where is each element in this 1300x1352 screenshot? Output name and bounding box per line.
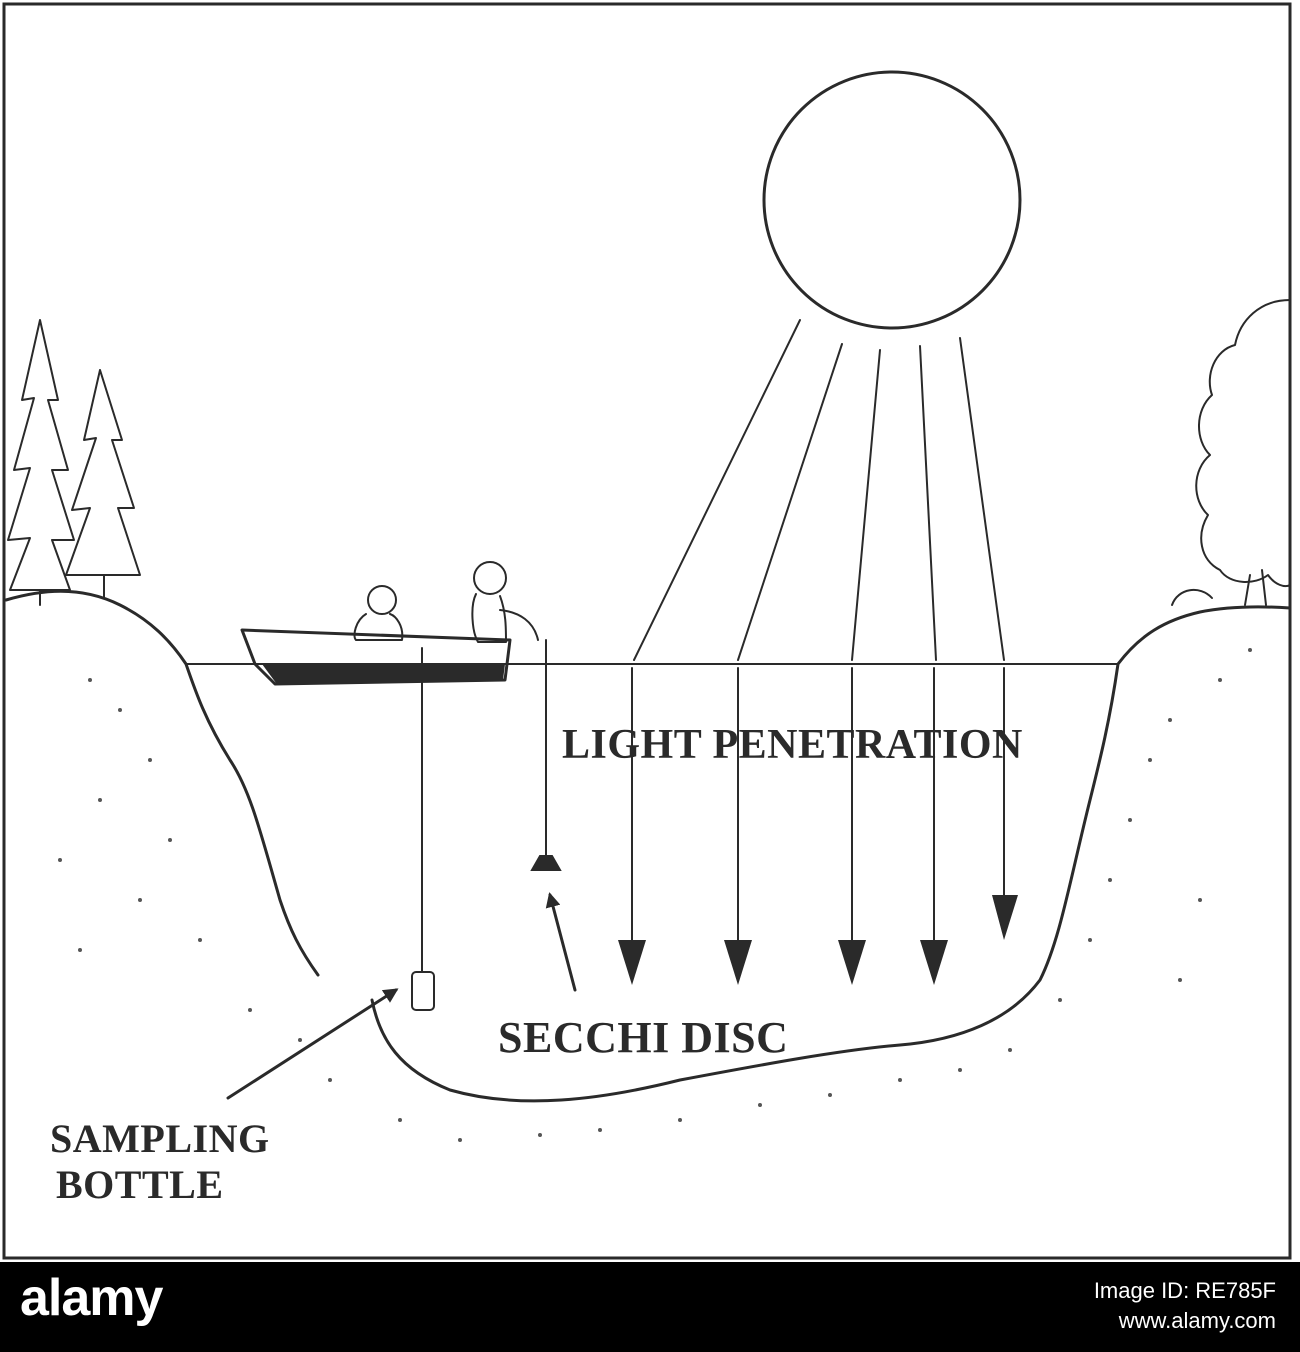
arrowhead-5 — [992, 895, 1018, 940]
secchi-disc-icon — [530, 855, 562, 871]
stock-url-link[interactable]: www.alamy.com — [1118, 1308, 1276, 1333]
sun-icon — [762, 70, 1022, 330]
sampling-bottle-icon — [411, 971, 435, 1011]
lake-basin — [4, 589, 1292, 1103]
rowboat-icon — [240, 628, 512, 686]
light-ray-arrow-icon — [919, 345, 937, 661]
secchi-pointer-arrow — [545, 892, 577, 992]
light-ray-arrow-icon — [851, 349, 881, 661]
sampling-pointer-arrow — [226, 988, 399, 1100]
alamy-logo[interactable]: alamy — [20, 1269, 163, 1327]
image-id-text: Image ID: RE785F — [1093, 1278, 1276, 1303]
person-icon — [353, 585, 404, 641]
sampling-label-line2: BOTTLE — [56, 1162, 224, 1207]
soil-texture — [58, 648, 1252, 1142]
lake-sampling-diagram: LIGHT PENETRATION SECCHI DISC SAMPLING B… — [2, 2, 1292, 1260]
arrowhead-3 — [838, 940, 866, 985]
arrowhead-2 — [724, 940, 752, 985]
arrowhead-1 — [618, 940, 646, 985]
deciduous-tree-icon — [1171, 299, 1291, 606]
person-icon — [471, 561, 539, 643]
figure-frame — [2, 2, 1292, 1260]
conifer-trees-icon — [7, 319, 141, 606]
sampling-label-line1: SAMPLING — [50, 1116, 270, 1161]
light-ray-arrow-icon — [737, 343, 843, 661]
light-penetration-label: LIGHT PENETRATION — [562, 722, 1023, 768]
light-ray-arrow-icon — [633, 319, 801, 661]
light-rays — [618, 319, 1018, 985]
light-ray-arrow-icon — [959, 337, 1005, 661]
arrowhead-4 — [920, 940, 948, 985]
secchi-disc-label: SECCHI DISC — [498, 1013, 788, 1062]
stock-footer-bar: alamy Image ID: RE785F www.alamy.com — [0, 1262, 1300, 1352]
stock-info: Image ID: RE785F www.alamy.com — [1094, 1276, 1276, 1336]
